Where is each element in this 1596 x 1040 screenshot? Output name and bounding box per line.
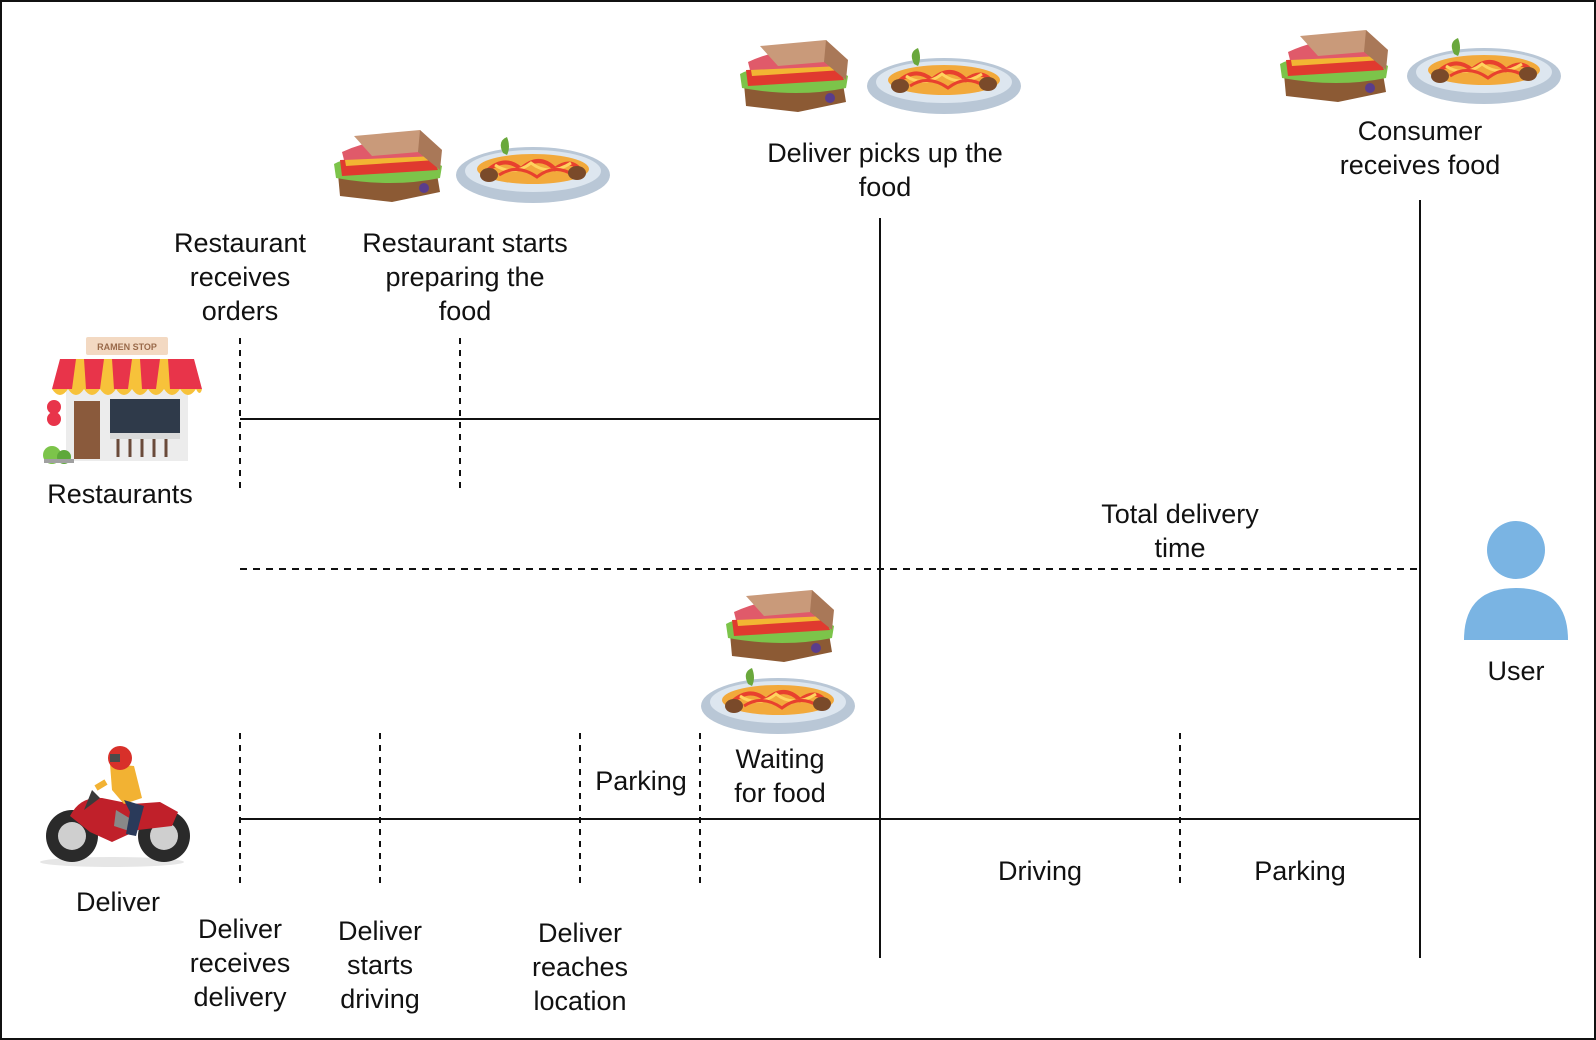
waiting-for-food-label: Waiting for food (734, 744, 826, 808)
deliver-label: Deliver (75, 887, 161, 917)
motorcycle-icon (40, 746, 190, 867)
restaurants-label: Restaurants (47, 479, 193, 509)
shop-sign-text: RAMEN STOP (97, 342, 157, 352)
restaurant-receives-orders-label: Restaurant receives orders (173, 228, 307, 326)
user-label: User (1487, 656, 1545, 686)
parking-after-label: Parking (1254, 856, 1346, 886)
timeline-lines (239, 200, 1421, 958)
driving-label: Driving (997, 856, 1083, 886)
food-icon-pickup (740, 40, 1023, 116)
food-icon-consumer (1280, 30, 1563, 106)
deliver-reaches-location-label: Deliver reaches location (531, 918, 629, 1016)
parking-before-label: Parking (595, 766, 687, 796)
pickup-label: Deliver picks up the food (767, 138, 1003, 202)
restaurant-icon: RAMEN STOP (43, 337, 202, 464)
deliver-starts-driving-label: Deliver starts driving (337, 916, 423, 1014)
deliver-receives-delivery-label: Deliver receives delivery (189, 914, 291, 1012)
food-icon-preparing (334, 130, 612, 205)
restaurant-starts-preparing-label: Restaurant starts preparing the food (362, 228, 568, 326)
user-icon (1464, 521, 1568, 640)
total-delivery-time-label: Total delivery time (1101, 499, 1259, 563)
food-icon-waiting (699, 590, 857, 736)
consumer-receives-food-label: Consumer receives food (1339, 116, 1501, 180)
